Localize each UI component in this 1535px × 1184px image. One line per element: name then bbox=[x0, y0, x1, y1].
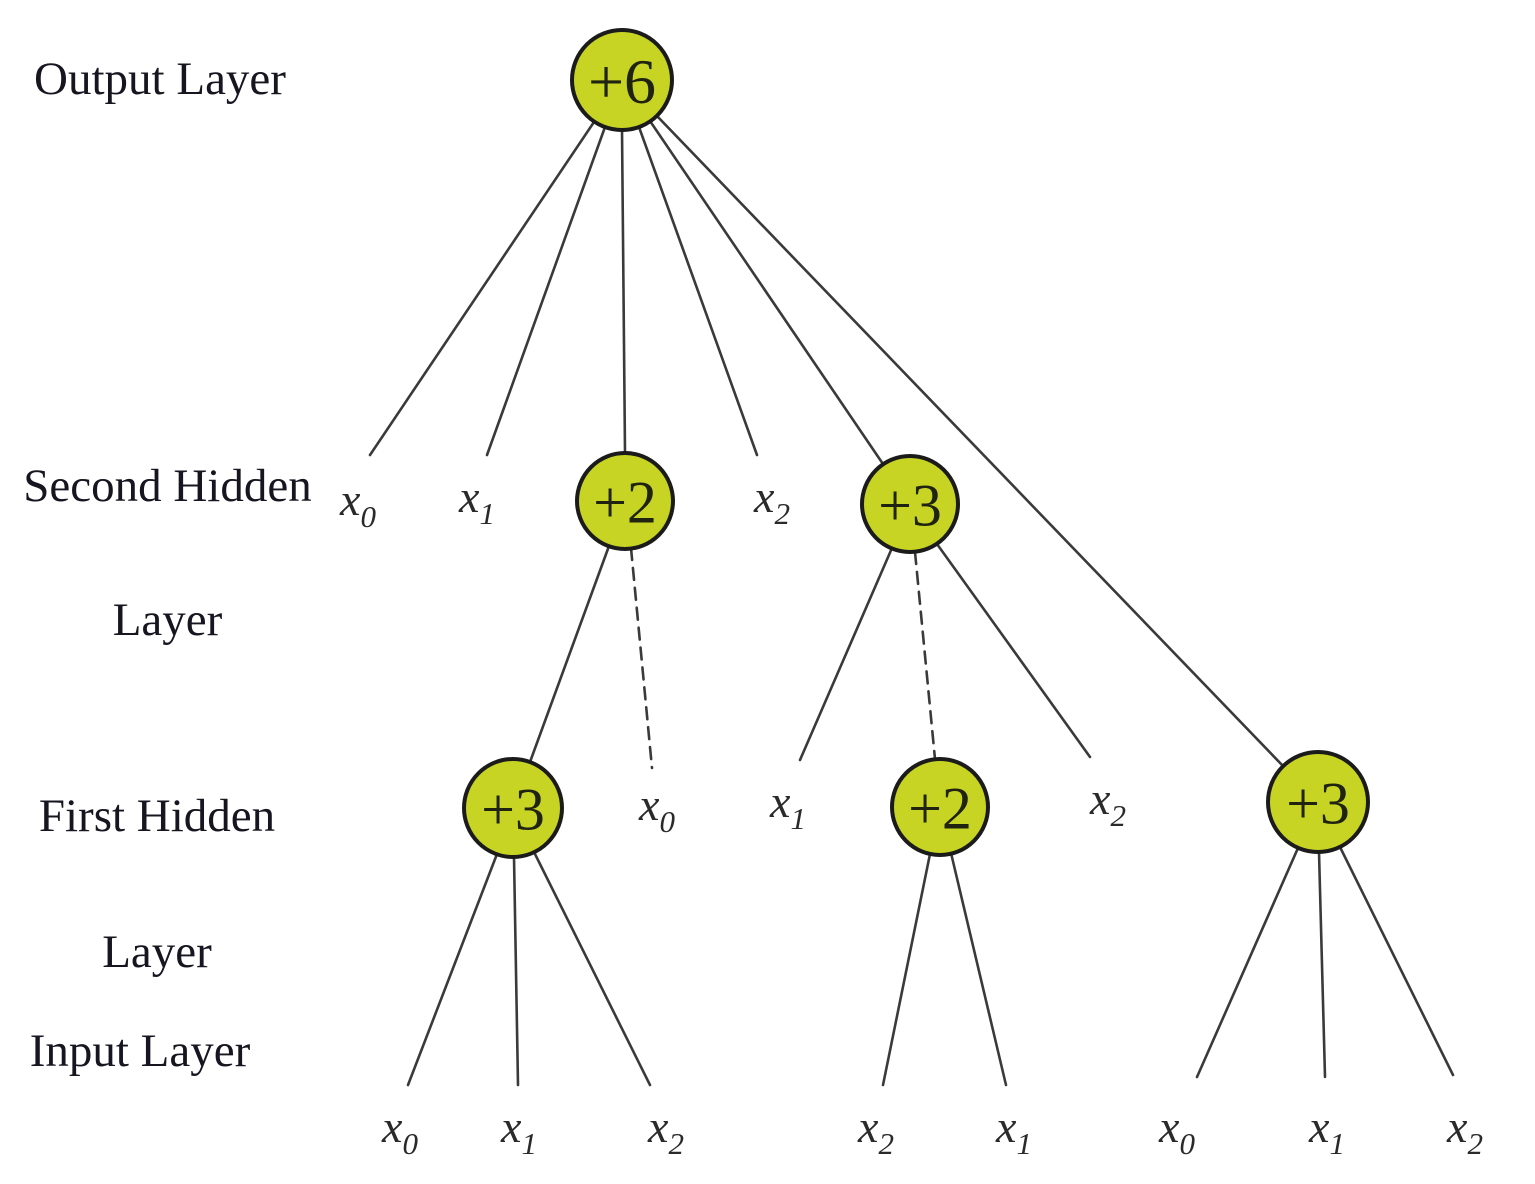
leaf-base-hidden2-leaf-x2: x bbox=[753, 471, 775, 522]
leaf-label-input1-leaf-x2: x2 bbox=[647, 1101, 684, 1161]
leaf-label-hidden1-leaf-x0: x0 bbox=[638, 779, 675, 839]
input-layer-label: Input Layer bbox=[29, 1025, 251, 1077]
leaf-subscript-input1-leaf-x1: 1 bbox=[521, 1126, 537, 1161]
leaf-label-input1-leaf-x0: x0 bbox=[381, 1101, 418, 1161]
edge-h1sum2-to-inx2 bbox=[881, 852, 932, 1087]
leaf-base-input2-leaf-x1: x bbox=[995, 1101, 1017, 1152]
edge-h1sum2-to-inx1 bbox=[949, 851, 1008, 1087]
sum-node-label-hidden1-sum-2: +2 bbox=[908, 776, 972, 842]
sum-node-hidden1-sum-3-right bbox=[1266, 750, 1370, 854]
leaf-base-input1-leaf-x0: x bbox=[381, 1101, 403, 1152]
edge-out-to-h2x0 bbox=[368, 120, 596, 457]
sum-node-output-sum bbox=[570, 28, 674, 132]
sum-node-hidden2-sum-2 bbox=[575, 451, 675, 551]
edge-out-to-h2x2 bbox=[637, 125, 759, 457]
leaf-subscript-input3-leaf-x2: 2 bbox=[1467, 1126, 1483, 1161]
edge-h1sum3r-to-inx2 bbox=[1337, 843, 1455, 1077]
output-layer-label: Output Layer bbox=[34, 53, 286, 105]
sum-node-label-hidden1-sum-3-right: +3 bbox=[1286, 771, 1350, 837]
leaf-label-hidden1-leaf-x2: x2 bbox=[1089, 773, 1126, 833]
edge-out-to-h2sum3 bbox=[648, 119, 885, 466]
first-hidden-layer-label-line2: Layer bbox=[102, 926, 212, 978]
leaf-base-hidden1-leaf-x0: x bbox=[638, 779, 660, 830]
sum-node-hidden1-sum-3-left bbox=[462, 757, 564, 859]
leaf-label-hidden2-leaf-x2: x2 bbox=[753, 471, 790, 531]
leaf-label-input3-leaf-x2: x2 bbox=[1446, 1101, 1483, 1161]
edge-h2sum3-to-h1sum2 bbox=[913, 550, 937, 761]
leaf-label-input2-leaf-x2: x2 bbox=[857, 1101, 894, 1161]
edge-h1sum3r-to-inx1 bbox=[1317, 850, 1327, 1079]
leaf-base-input2-leaf-x2: x bbox=[857, 1101, 879, 1152]
sum-node-hidden2-sum-3 bbox=[860, 454, 960, 554]
edge-h1sum3l-to-inx1 bbox=[512, 855, 520, 1087]
edge-h2sum2-to-h1sum3l bbox=[528, 544, 611, 764]
edge-out-to-h2sum2 bbox=[620, 128, 627, 454]
leaf-label-input3-leaf-x0: x0 bbox=[1158, 1101, 1195, 1161]
leaf-base-hidden2-leaf-x1: x bbox=[458, 471, 480, 522]
leaf-subscript-input3-leaf-x1: 1 bbox=[1329, 1126, 1345, 1161]
leaf-subscript-hidden2-leaf-x2: 2 bbox=[774, 496, 790, 531]
leaf-base-hidden1-leaf-x2: x bbox=[1089, 773, 1111, 824]
leaf-label-input2-leaf-x1: x1 bbox=[995, 1101, 1032, 1161]
leaf-base-hidden1-leaf-x1: x bbox=[769, 776, 791, 827]
leaf-subscript-input3-leaf-x0: 0 bbox=[1179, 1126, 1195, 1161]
leaf-subscript-hidden1-leaf-x1: 1 bbox=[790, 801, 806, 836]
leaf-base-input3-leaf-x2: x bbox=[1446, 1101, 1468, 1152]
edge-h2sum2-to-h1x0 bbox=[629, 546, 654, 770]
edge-out-to-h1sum3r bbox=[655, 114, 1285, 768]
edge-h1sum3r-to-inx0 bbox=[1195, 846, 1300, 1079]
leaf-base-input1-leaf-x1: x bbox=[500, 1101, 522, 1152]
edge-h2sum3-to-h1x1 bbox=[798, 546, 894, 762]
second-hidden-layer-label-line2: Layer bbox=[112, 594, 223, 646]
leaf-subscript-hidden1-leaf-x0: 0 bbox=[659, 804, 675, 839]
sum-node-hidden1-sum-2 bbox=[890, 757, 990, 857]
leaf-label-hidden2-leaf-x1: x1 bbox=[458, 471, 495, 531]
leaf-base-input3-leaf-x1: x bbox=[1308, 1101, 1330, 1152]
leaf-label-hidden1-leaf-x1: x1 bbox=[769, 776, 806, 836]
leaf-subscript-input1-leaf-x0: 0 bbox=[402, 1126, 418, 1161]
second-hidden-layer-label: Second Hidden Layer bbox=[5, 386, 330, 721]
leaf-base-hidden2-leaf-x0: x bbox=[339, 474, 361, 525]
leaf-base-input3-leaf-x0: x bbox=[1158, 1101, 1180, 1152]
leaf-base-input1-leaf-x2: x bbox=[647, 1101, 669, 1152]
leaf-subscript-input2-leaf-x2: 2 bbox=[878, 1126, 894, 1161]
second-hidden-layer-label-line1: Second Hidden bbox=[23, 460, 312, 512]
edge-h2sum3-to-h1x2 bbox=[935, 542, 1092, 759]
edge-h1sum3l-to-inx2 bbox=[532, 850, 652, 1087]
leaf-subscript-hidden2-leaf-x1: 1 bbox=[479, 496, 495, 531]
sum-node-label-output-sum: +6 bbox=[588, 46, 656, 117]
leaf-subscript-hidden1-leaf-x2: 2 bbox=[1110, 798, 1126, 833]
sum-node-label-hidden2-sum-3: +3 bbox=[878, 473, 942, 539]
first-hidden-layer-label: First Hidden Layer bbox=[5, 714, 309, 1054]
leaf-label-input3-leaf-x1: x1 bbox=[1308, 1101, 1345, 1161]
first-hidden-layer-label-line1: First Hidden bbox=[38, 790, 276, 842]
leaf-label-hidden2-leaf-x0: x0 bbox=[339, 474, 376, 534]
leaf-label-input1-leaf-x1: x1 bbox=[500, 1101, 537, 1161]
edge-h1sum3l-to-inx0 bbox=[406, 852, 499, 1087]
edge-out-to-h2x1 bbox=[485, 125, 607, 457]
leaf-subscript-input1-leaf-x2: 2 bbox=[668, 1126, 684, 1161]
sum-node-label-hidden2-sum-2: +2 bbox=[593, 470, 657, 536]
leaf-subscript-hidden2-leaf-x0: 0 bbox=[360, 499, 376, 534]
sum-node-label-hidden1-sum-3-left: +3 bbox=[481, 777, 545, 843]
leaf-subscript-input2-leaf-x1: 1 bbox=[1016, 1126, 1032, 1161]
